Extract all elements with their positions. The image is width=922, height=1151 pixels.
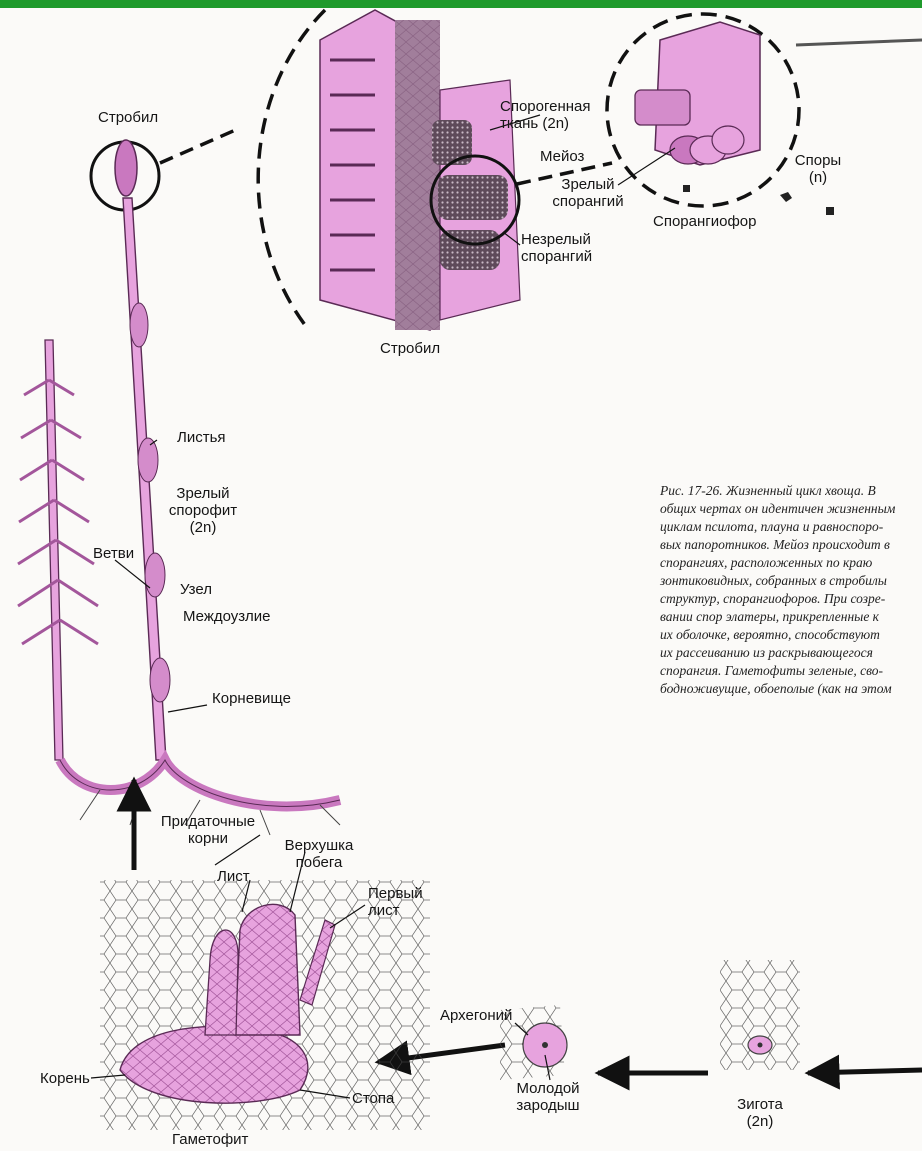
- arrow-into-zygote: [808, 1070, 922, 1073]
- zygote-drawing: [720, 960, 800, 1070]
- label-zygote-line1: Зигота: [725, 1096, 795, 1113]
- label-sporogenic-line1: Спорогенная: [500, 98, 591, 115]
- label-shoot-apex-line2: побега: [277, 854, 361, 871]
- label-rhizome: Корневище: [212, 690, 291, 707]
- label-shoot-apex-line1: Верхушка: [277, 837, 361, 854]
- label-mature-sporophyte: Зрелый спорофит (2n): [163, 485, 243, 536]
- label-sporophyte-line3: (2n): [163, 519, 243, 536]
- label-leaf: Лист: [217, 868, 250, 885]
- label-mature-sporangium-line2: спорангий: [548, 193, 628, 210]
- label-young-embryo-line1: Молодой: [508, 1080, 588, 1097]
- label-shoot-apex: Верхушка побега: [277, 837, 361, 871]
- label-node: Узел: [180, 581, 212, 598]
- label-immature-sporangium-line1: Незрелый: [521, 231, 592, 248]
- label-root: Корень: [40, 1070, 90, 1087]
- label-first-leaf-line2: лист: [368, 902, 423, 919]
- strobilus-cone: [115, 140, 137, 196]
- label-zygote: Зигота (2n): [725, 1096, 795, 1130]
- sporophyte-stem: [123, 198, 170, 760]
- label-spores-line2: (n): [790, 169, 846, 186]
- label-adventitious-line2: корни: [158, 830, 258, 847]
- label-mature-sporangium: Зрелый спорангий: [548, 176, 628, 210]
- label-sporophyte-line2: спорофит: [163, 502, 243, 519]
- label-internode: Междоузлие: [183, 608, 270, 625]
- label-leaves: Листья: [177, 429, 226, 446]
- label-strobil-top: Стробил: [98, 109, 158, 126]
- label-spores-line1: Споры: [790, 152, 846, 169]
- label-archegonium: Архегоний: [440, 1007, 512, 1024]
- label-meiosis: Мейоз: [540, 148, 584, 165]
- label-first-leaf-line1: Первый: [368, 885, 423, 902]
- strobilus-section: [258, 10, 559, 330]
- label-young-embryo: Молодой зародыш: [508, 1080, 588, 1114]
- connector-right-edge: [796, 40, 922, 45]
- label-adventitious-line1: Придаточные: [158, 813, 258, 830]
- label-strobil-section: Стробил: [380, 340, 440, 357]
- label-sporogenic-tissue: Спорогенная ткань (2n): [500, 98, 591, 132]
- label-sporophyte-line1: Зрелый: [163, 485, 243, 502]
- label-mature-sporangium-line1: Зрелый: [548, 176, 628, 193]
- strobilus-dashed-connector: [160, 128, 240, 163]
- label-branches: Ветви: [93, 545, 134, 562]
- label-gametophyte: Гаметофит: [172, 1131, 248, 1148]
- figure-caption: Рис. 17-26. Жизненный цикл хвоща. В общи…: [660, 482, 922, 698]
- sterile-shoot: [18, 340, 98, 760]
- label-zygote-line2: (2n): [725, 1113, 795, 1130]
- label-sporogenic-line2: ткань (2n): [500, 115, 591, 132]
- label-adventitious-roots: Придаточные корни: [158, 813, 258, 847]
- label-spores: Споры (n): [790, 152, 846, 186]
- label-immature-sporangium-line2: спорангий: [521, 248, 592, 265]
- label-immature-sporangium: Незрелый спорангий: [521, 231, 592, 265]
- label-foot: Стопа: [352, 1090, 394, 1107]
- label-young-embryo-line2: зародыш: [508, 1097, 588, 1114]
- label-first-leaf: Первый лист: [368, 885, 423, 919]
- label-sporangiophore: Спорангиофор: [653, 213, 756, 230]
